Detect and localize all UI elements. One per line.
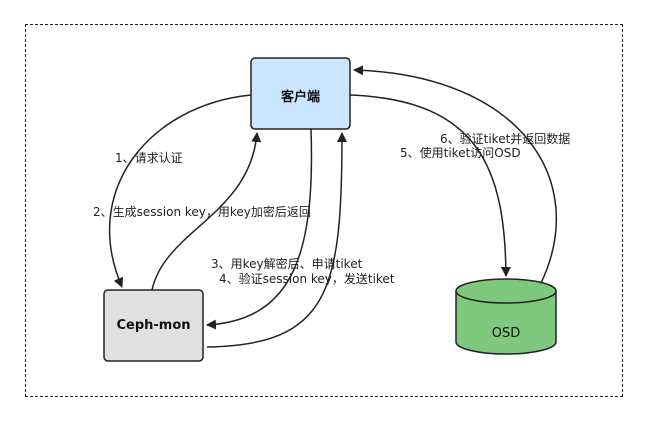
ceph-mon-node <box>103 289 204 362</box>
osd-label: OSD <box>491 326 521 341</box>
step-4-label: 4、验证session key，发送tiket <box>219 272 395 286</box>
client-node <box>250 57 351 130</box>
arrow-session-key <box>151 132 262 291</box>
diagram-frame <box>25 24 623 397</box>
step-1-label: 1、请求认证 <box>115 151 183 165</box>
step-6-label: 6、验证tiket并返回数据 <box>440 132 571 146</box>
arrow-send-tiket <box>206 132 347 348</box>
osd-node <box>455 278 557 355</box>
step-3-label: 3、用key解密后、申请tiket <box>211 257 363 271</box>
arrow-return-data <box>353 65 557 284</box>
step-5-label: 5、使用tiket访问OSD <box>400 146 521 160</box>
client-label: 客户端 <box>280 90 320 105</box>
ceph-mon-label: Ceph-mon <box>116 318 191 333</box>
arrow-request-auth <box>108 94 252 288</box>
arrow-access-osd <box>349 94 511 277</box>
step-2-label: 2、生成session key，用key加密后返回 <box>93 205 311 219</box>
arrow-apply-tiket <box>206 128 313 330</box>
